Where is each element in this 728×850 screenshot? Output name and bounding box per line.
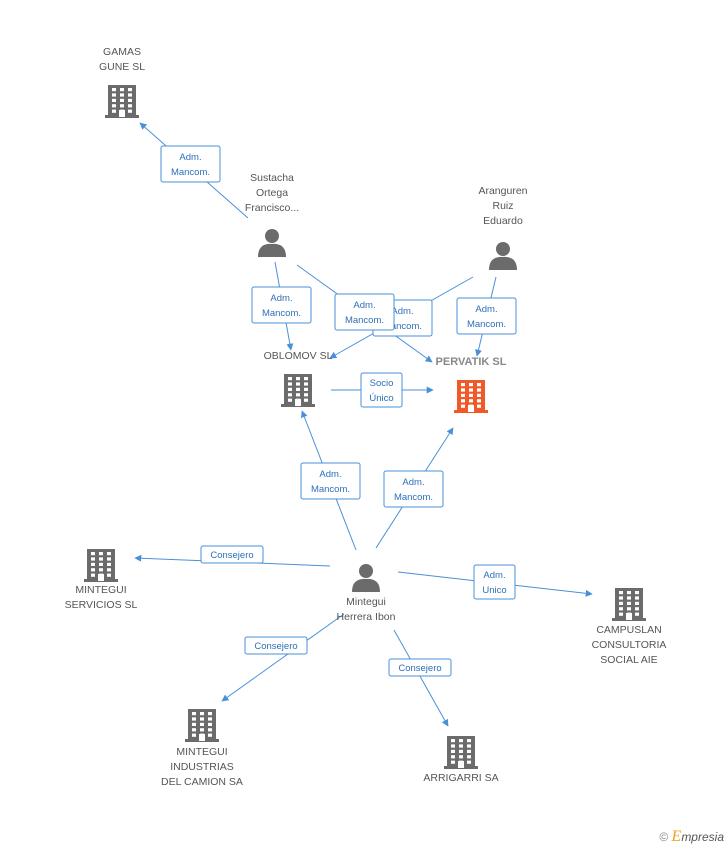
edge-label-text: Consejero xyxy=(254,641,297,652)
node-label: PERVATIK SL xyxy=(436,356,507,368)
edge-label-mintegui_ibon-to-pervatik[interactable]: Adm. Mancom. xyxy=(383,470,444,508)
building-icon xyxy=(84,549,118,582)
edge-label-text: Mancom. xyxy=(467,319,506,330)
node-label: Ortega xyxy=(256,187,288,199)
node-label: Aranguren xyxy=(478,185,527,197)
edge-label-text: Mancom. xyxy=(383,321,422,332)
edge-label-aranguren-to-pervatik[interactable]: Adm. Mancom. xyxy=(456,297,517,335)
node-pervatik[interactable]: PERVATIK SL xyxy=(436,356,507,413)
edge-mintegui_ibon-to-arrigarri xyxy=(393,629,449,727)
node-sustacha[interactable]: SustachaOrtegaFrancisco... xyxy=(245,172,299,257)
node-label: DEL CAMION SA xyxy=(161,776,243,788)
edge-label-box[interactable] xyxy=(334,293,395,331)
building-icon xyxy=(612,588,646,621)
edge-label-box[interactable] xyxy=(383,470,444,508)
edge-label-text: Adm. xyxy=(179,152,201,163)
node-label: Eduardo xyxy=(483,215,523,227)
node-label: CONSULTORIA xyxy=(592,639,667,651)
edge-label-mintegui_ibon-to-campuslan[interactable]: Adm. Unico xyxy=(473,564,516,600)
person-icon xyxy=(258,229,286,257)
empresia-watermark: © Empresia xyxy=(659,828,724,846)
node-label: Francisco... xyxy=(245,202,299,214)
person-icon xyxy=(352,564,380,592)
node-label: GUNE SL xyxy=(99,61,145,73)
edge-label-mintegui_ibon-to-mintegui_industrias[interactable]: Consejero xyxy=(244,636,308,655)
node-mintegui_servicios[interactable]: MINTEGUI SERVICIOS SL xyxy=(65,549,138,611)
edge-label-text: Adm. xyxy=(483,570,505,581)
edge-label-box[interactable] xyxy=(388,658,452,677)
copyright-symbol: © xyxy=(659,830,669,844)
edge-label-box[interactable] xyxy=(244,636,308,655)
edge-label-mintegui_ibon-to-oblomov[interactable]: Adm. Mancom. xyxy=(300,462,361,500)
edge-label-text: Consejero xyxy=(398,663,441,674)
node-label: Herrera Ibon xyxy=(337,611,396,623)
node-label: INDUSTRIAS xyxy=(170,761,234,773)
building-icon xyxy=(105,85,139,118)
edge-label-text: Mancom. xyxy=(311,484,350,495)
edge-label-text: Mancom. xyxy=(171,167,210,178)
node-gamas[interactable]: GAMAS GUNE SL xyxy=(99,46,145,118)
node-campuslan[interactable]: CAMPUSLAN CONSULTORIA SOCIAL AIE xyxy=(592,588,667,666)
edge-label-mintegui_ibon-to-arrigarri[interactable]: Consejero xyxy=(388,658,452,677)
edge-label-text: Socio xyxy=(370,378,394,389)
edge-label-text: Adm. xyxy=(475,304,497,315)
edge-label-box[interactable] xyxy=(473,564,516,600)
edge-label-text: Mancom. xyxy=(262,308,301,319)
edge-label-sustacha-to-gamas[interactable]: Adm. Mancom. xyxy=(160,145,221,183)
edge-label-text: Mancom. xyxy=(394,492,433,503)
edge-label-text: Adm. xyxy=(353,300,375,311)
node-label: SERVICIOS SL xyxy=(65,599,138,611)
node-label: ARRIGARRI SA xyxy=(423,772,498,784)
person-icon xyxy=(489,242,517,270)
edge-label-box[interactable] xyxy=(200,545,264,564)
edge-label-mintegui_ibon-to-mintegui_servicios[interactable]: Consejero xyxy=(200,545,264,564)
edge-label-box[interactable] xyxy=(251,286,312,324)
node-label: Sustacha xyxy=(250,172,294,184)
node-label: MINTEGUI xyxy=(176,746,227,758)
edge-label-box[interactable] xyxy=(160,145,221,183)
node-label: GAMAS xyxy=(103,46,141,58)
edge-label-text: Único xyxy=(369,393,393,404)
edge-label-sustacha-to-oblomov[interactable]: Adm. Mancom. xyxy=(251,286,312,324)
node-label: OBLOMOV SL xyxy=(264,350,333,362)
edge-label-aranguren-to-oblomov[interactable]: Adm. Mancom. xyxy=(334,293,395,331)
edge-label-text: Mancom. xyxy=(345,315,384,326)
node-oblomov[interactable]: OBLOMOV SL xyxy=(264,350,333,407)
node-label: SOCIAL AIE xyxy=(600,654,657,666)
building-icon xyxy=(281,374,315,407)
edge-label-box[interactable] xyxy=(360,372,403,408)
edge-label-box[interactable] xyxy=(456,297,517,335)
building-icon xyxy=(185,709,219,742)
edge-label-text: Adm. xyxy=(319,469,341,480)
edge-label-text: Adm. xyxy=(391,306,413,317)
edge-label-text: Unico xyxy=(482,585,506,596)
edge-label-box[interactable] xyxy=(300,462,361,500)
node-mintegui_industrias[interactable]: MINTEGUI INDUSTRIAS DEL CAMION SA xyxy=(161,709,243,788)
building-icon xyxy=(444,736,478,769)
edge-label-text: Consejero xyxy=(210,550,253,561)
edge-mintegui_ibon-to-mintegui_industrias xyxy=(221,613,345,702)
node-label: CAMPUSLAN xyxy=(596,624,661,636)
node-label: Ruiz xyxy=(492,200,513,212)
edge-label-text: Adm. xyxy=(402,477,424,488)
building-icon xyxy=(454,380,488,413)
node-label: Mintegui xyxy=(346,596,386,608)
brand-logo-letter: E xyxy=(671,828,682,845)
node-arrigarri[interactable]: ARRIGARRI SA xyxy=(423,736,499,784)
node-label: MINTEGUI xyxy=(75,584,126,596)
edge-label-text: Adm. xyxy=(270,293,292,304)
brand-logo-text: mpresia xyxy=(681,830,724,844)
